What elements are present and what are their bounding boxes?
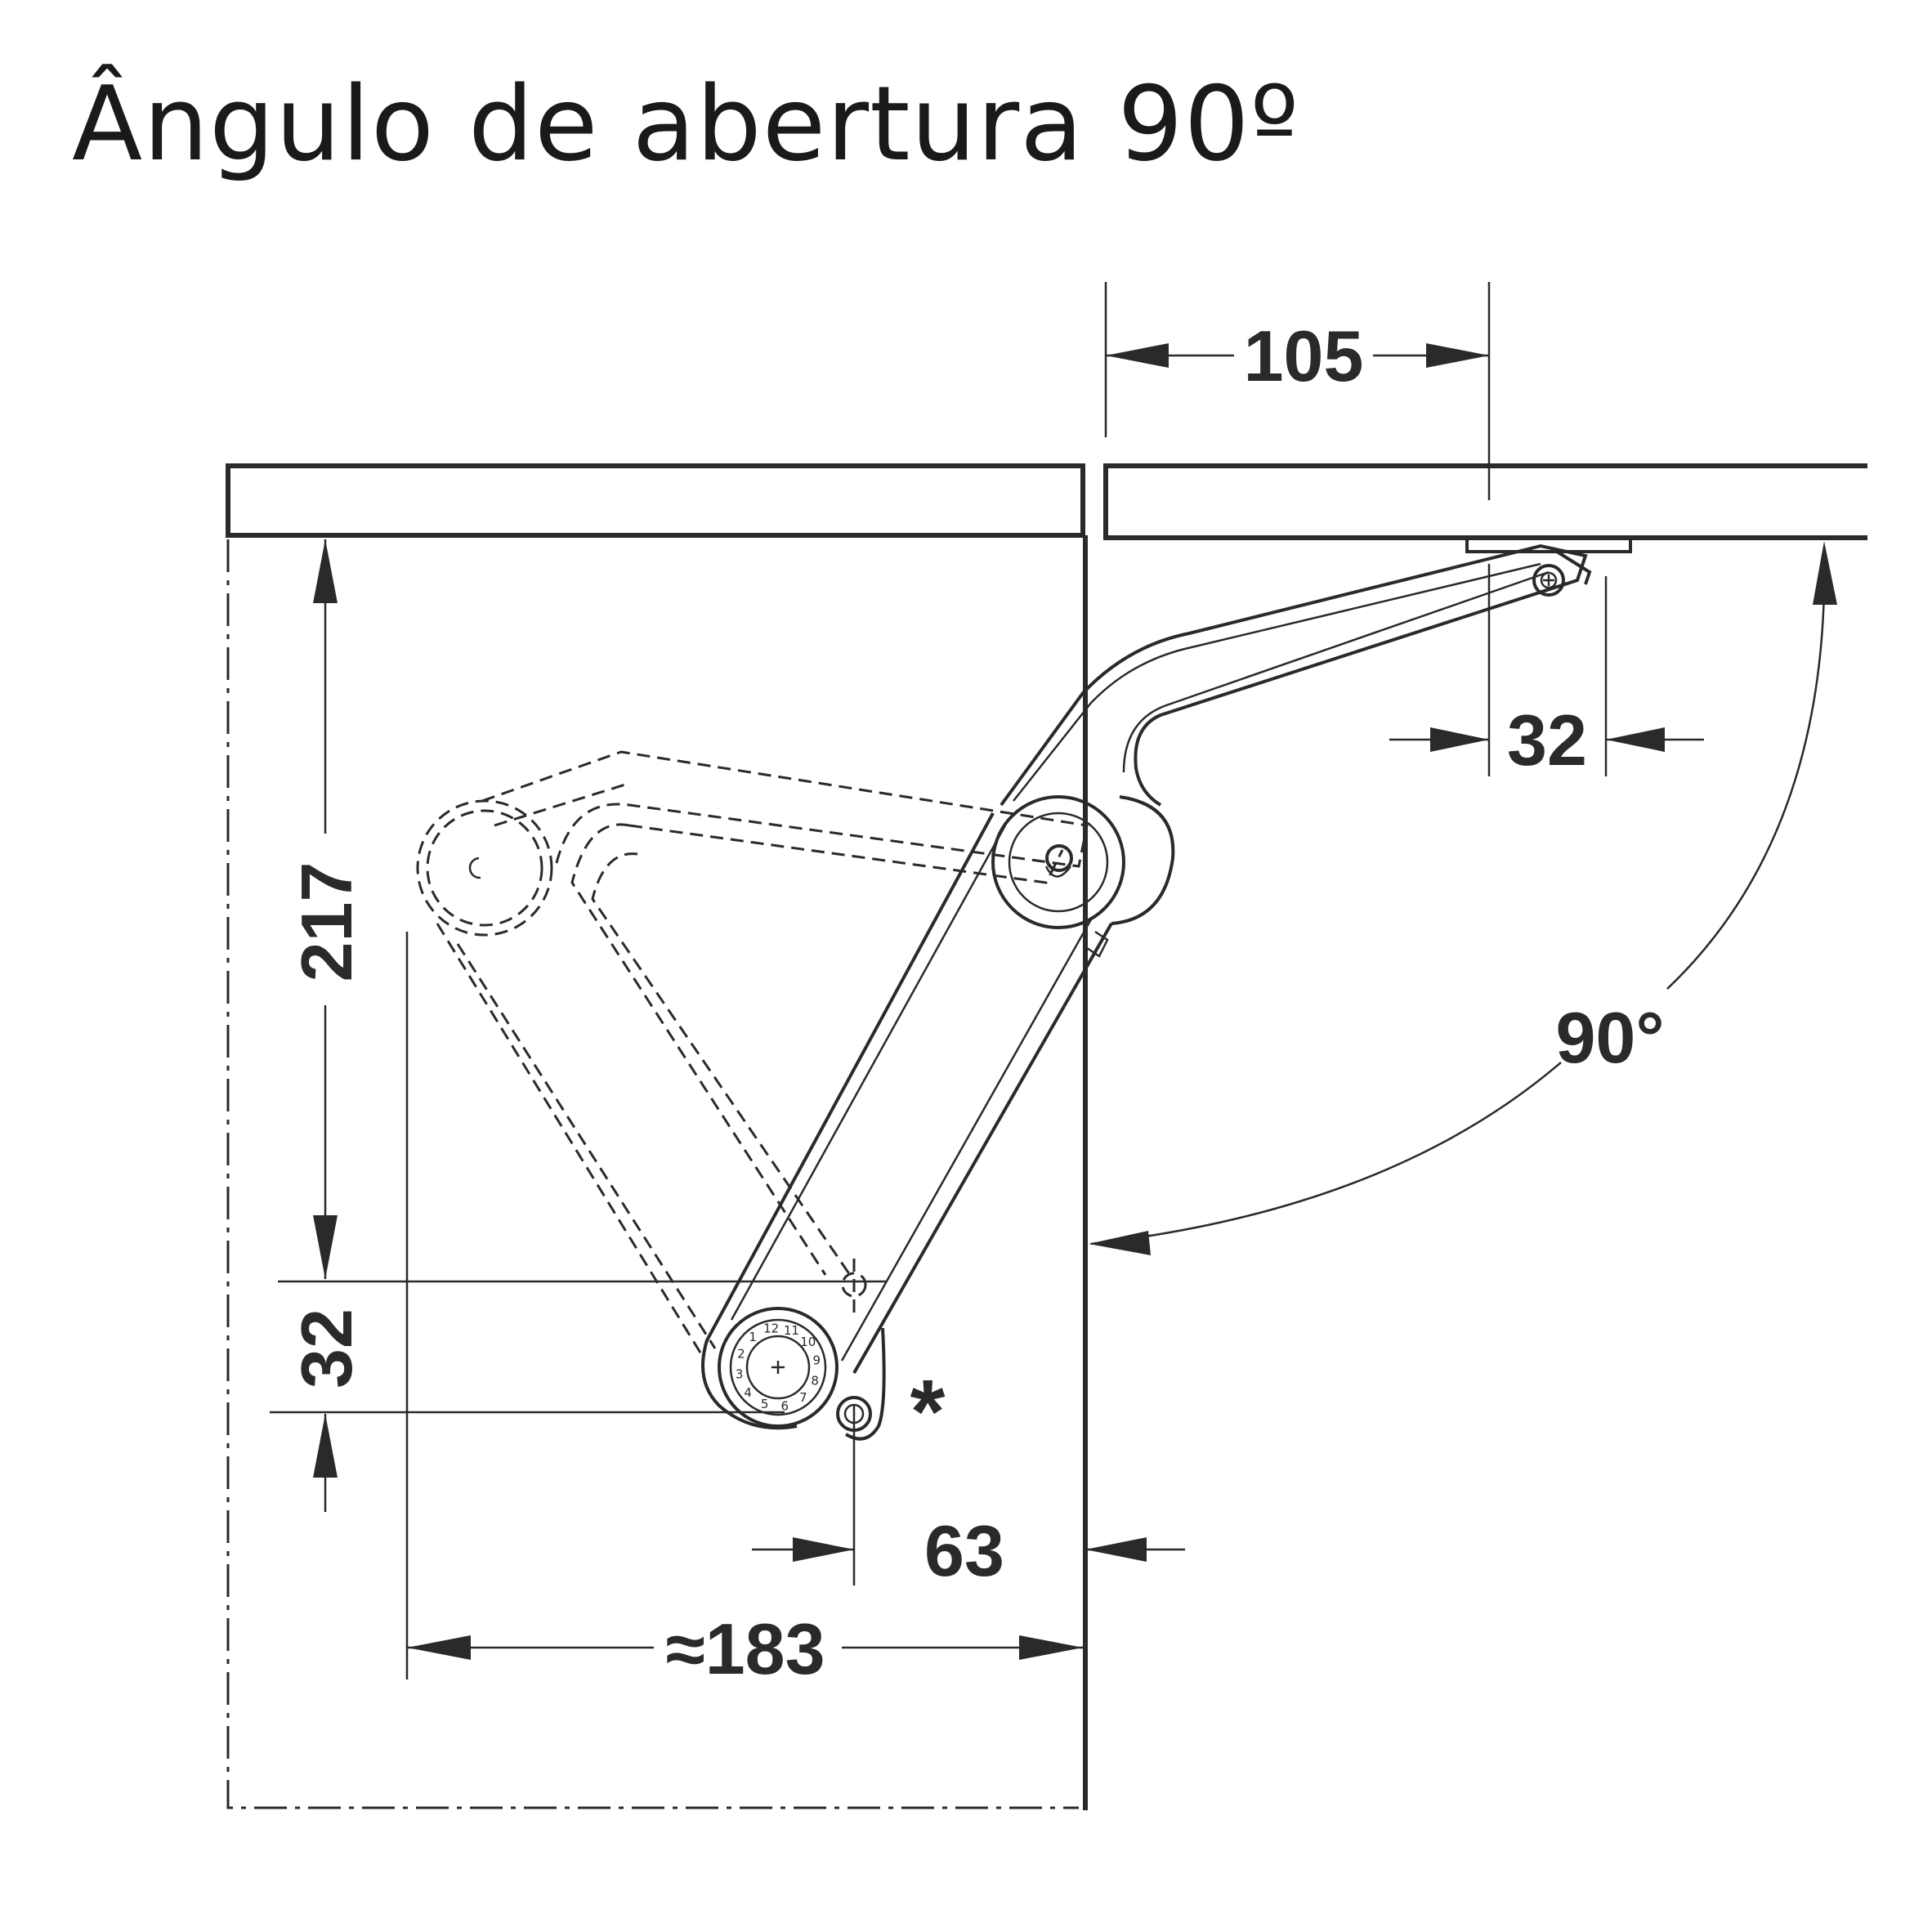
dial-number: 5	[761, 1397, 769, 1411]
dimension-183: ≈183	[405, 932, 1083, 1689]
dimension-label-32-mount: 32	[1507, 700, 1587, 780]
dimension-label-angle: 90°	[1555, 997, 1664, 1078]
dial-number: 3	[736, 1366, 744, 1381]
flap-panel	[1103, 463, 1867, 540]
dimension-label-105: 105	[1244, 315, 1364, 396]
closed-position-ghost	[416, 750, 1089, 1357]
dimension-32-pivot: 32	[270, 1280, 887, 1512]
dial-number: 10	[800, 1335, 816, 1349]
dimension-63: 63	[752, 1406, 1185, 1591]
dial-number: 12	[763, 1322, 779, 1336]
dial-number: 6	[781, 1398, 789, 1413]
dial-number: 11	[784, 1323, 799, 1338]
dial-number: 4	[744, 1385, 752, 1400]
dimension-label-217: 217	[286, 862, 367, 982]
dimension-label-183: ≈183	[665, 1608, 825, 1689]
dimension-label-63: 63	[924, 1510, 1004, 1591]
dial-number: 8	[811, 1373, 819, 1388]
upper-arm	[1000, 539, 1632, 807]
dial-number: 1	[749, 1330, 757, 1344]
main-hub	[991, 795, 1175, 929]
cabinet-outline-hidden	[226, 539, 1079, 1809]
page-title: Ângulo de abertura 90º	[72, 64, 1300, 184]
dimension-angle-90: 90°	[1089, 541, 1837, 1255]
dimension-label-32-pivot: 32	[286, 1308, 367, 1389]
dial-number: 9	[813, 1353, 821, 1368]
dimension-217: 217	[286, 539, 367, 1279]
cabinet-top-panel	[226, 463, 1085, 538]
dial-number: 2	[737, 1347, 745, 1362]
dimension-105: 105	[1104, 282, 1491, 500]
dial-number: 7	[799, 1390, 807, 1405]
note-asterisk: *	[910, 1362, 946, 1462]
dimension-32-mount: 32	[1389, 564, 1704, 780]
